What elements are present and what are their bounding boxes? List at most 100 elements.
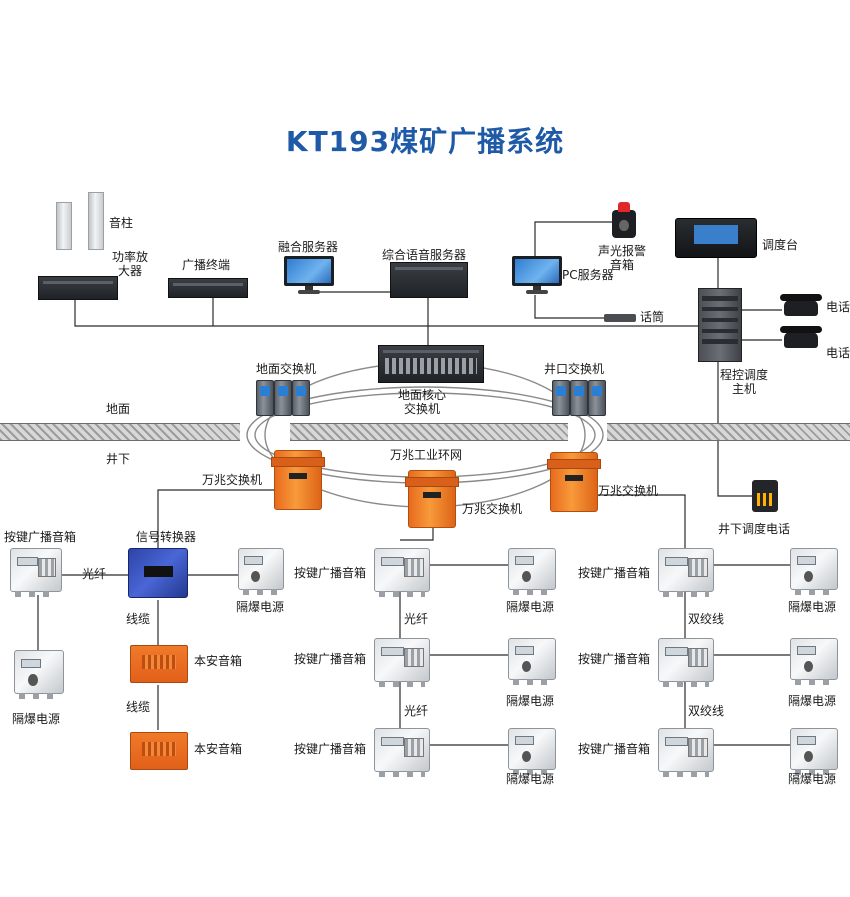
program-dispatch-host-label: 程控调度 主机	[720, 368, 769, 396]
steel-box-icon	[790, 638, 838, 685]
monitor-icon	[284, 256, 334, 294]
speaker-column-icon	[88, 192, 104, 250]
right-key-speaker-3-label: 按键广播音箱	[578, 742, 651, 756]
steel-box-icon	[790, 728, 838, 775]
pc-server-label: PC服务器	[562, 268, 614, 282]
switch-icon	[570, 380, 588, 416]
speaker-column-label: 音柱	[109, 216, 134, 230]
fiber-left-label: 光纤	[82, 567, 107, 581]
steel-box-icon	[374, 638, 430, 687]
microphone-icon	[604, 314, 636, 322]
phone-icon	[780, 294, 822, 316]
orange-switch-icon	[271, 450, 325, 510]
mid-power-1-label: 隔爆电源	[506, 600, 555, 614]
steel-box-icon	[658, 548, 714, 597]
mid-key-speaker-2-label: 按键广播音箱	[294, 652, 367, 666]
integrated-voice-server-label: 综合语音服务器	[382, 248, 467, 262]
steel-box-icon	[658, 638, 714, 687]
switch-icon	[292, 380, 310, 416]
broadcast-terminal-label: 广播终端	[182, 258, 231, 272]
mid-fiber-1-label: 光纤	[404, 612, 429, 626]
safe-speaker-2-label: 本安音箱	[194, 742, 243, 756]
core-switch-label: 地面核心 交换机	[398, 388, 447, 416]
microphone-label: 话筒	[640, 310, 665, 324]
steel-box-icon	[14, 650, 64, 699]
dispatch-phone-line	[717, 360, 752, 497]
right-power-3-label: 隔爆电源	[788, 772, 837, 786]
left-branch-line	[157, 489, 275, 548]
console-icon	[675, 218, 757, 258]
steel-box-icon	[658, 728, 714, 777]
switch-icon	[588, 380, 606, 416]
ground-switch-label: 地面交换机	[256, 362, 317, 376]
steel-box-icon	[508, 548, 556, 595]
power-left-top-label: 隔爆电源	[236, 600, 285, 614]
steel-box-icon	[374, 728, 430, 777]
surface-bus-line	[74, 300, 718, 327]
power-left-bottom-label: 隔爆电源	[12, 712, 61, 726]
right-power-1-label: 隔爆电源	[788, 600, 837, 614]
steel-box-icon	[374, 548, 430, 597]
steel-box-icon	[790, 548, 838, 595]
terminal-icon	[168, 278, 248, 298]
surface-label: 地面	[106, 402, 131, 416]
speaker-column-icon	[56, 202, 72, 250]
mid-branch-line	[400, 525, 434, 541]
right-power-2-label: 隔爆电源	[788, 694, 837, 708]
switch-icon	[552, 380, 570, 416]
alarm-speaker-icon	[612, 202, 636, 238]
gigabit-switch-left-label: 万兆交换机	[202, 473, 263, 487]
power-amp-label: 功率放 大器	[112, 250, 149, 278]
safe-speaker-icon	[130, 645, 188, 683]
ring-network-label: 万兆工业环网	[390, 448, 463, 462]
ground-band-left	[0, 423, 240, 441]
safe-speaker-1-label: 本安音箱	[194, 654, 243, 668]
steel-box-icon	[508, 638, 556, 685]
mid-key-speaker-3-label: 按键广播音箱	[294, 742, 367, 756]
cabinet-icon	[698, 288, 742, 362]
orange-switch-icon	[405, 470, 459, 528]
page-title: KT193煤矿广播系统	[285, 125, 565, 158]
pc-mic-line	[534, 295, 604, 319]
underground-phone-icon	[752, 480, 778, 512]
phone-icon	[780, 326, 822, 348]
fusion-server-label: 融合服务器	[278, 240, 339, 254]
signal-converter-label: 信号转换器	[136, 530, 197, 544]
cable-2-label: 线缆	[126, 700, 151, 714]
underground-label: 井下	[106, 452, 131, 466]
twisted-pair-2-label: 双绞线	[688, 704, 725, 718]
ground-band-right	[607, 423, 850, 441]
right-branch-line	[578, 494, 686, 548]
mid-power-2-label: 隔爆电源	[506, 694, 555, 708]
safe-speaker-icon	[130, 732, 188, 770]
steel-box-icon	[10, 548, 62, 597]
converter-icon	[128, 548, 188, 598]
pc-alarm-line	[534, 221, 612, 270]
switch-icon	[274, 380, 292, 416]
phone-2-label: 电话	[826, 346, 850, 360]
amplifier-icon	[38, 276, 118, 300]
shaft-switch-label: 井口交换机	[544, 362, 605, 376]
gigabit-switch-mid-label: 万兆交换机	[462, 502, 523, 516]
orange-switch-icon	[547, 452, 601, 512]
underground-dispatch-phone-label: 井下调度电话	[718, 522, 791, 536]
switch-icon	[256, 380, 274, 416]
cable-1-label: 线缆	[126, 612, 151, 626]
right-key-speaker-1-label: 按键广播音箱	[578, 566, 651, 580]
alarm-speaker-label: 声光报警 音箱	[598, 244, 647, 272]
mid-fiber-2-label: 光纤	[404, 704, 429, 718]
gigabit-switch-right-label: 万兆交换机	[598, 484, 659, 498]
mid-key-speaker-1-label: 按键广播音箱	[294, 566, 367, 580]
monitor-icon	[512, 256, 562, 294]
right-key-speaker-2-label: 按键广播音箱	[578, 652, 651, 666]
core-switch-icon	[378, 345, 484, 383]
phone-1-label: 电话	[826, 300, 850, 314]
dispatch-console-label: 调度台	[762, 238, 799, 252]
key-speaker-left-label: 按键广播音箱	[4, 530, 77, 544]
mid-power-3-label: 隔爆电源	[506, 772, 555, 786]
server-icon	[390, 262, 468, 298]
steel-box-icon	[508, 728, 556, 775]
steel-box-icon	[238, 548, 284, 595]
twisted-pair-1-label: 双绞线	[688, 612, 725, 626]
